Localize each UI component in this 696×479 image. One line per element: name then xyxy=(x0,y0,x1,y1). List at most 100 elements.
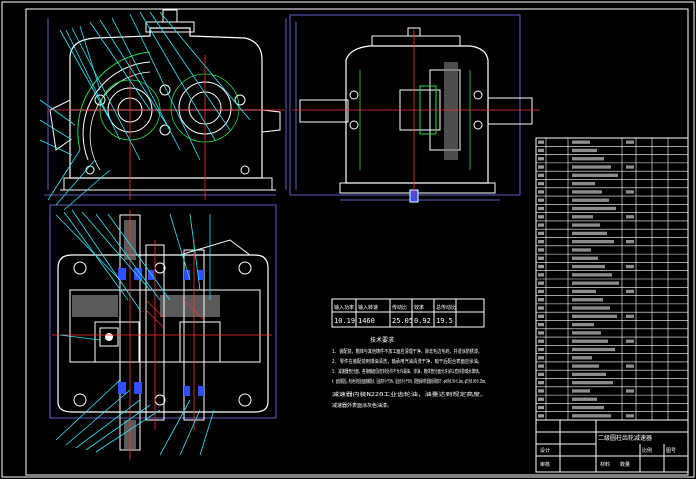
bom-cell-mark xyxy=(538,389,544,393)
bom-cell-mark xyxy=(626,414,634,418)
bom-cell-mark xyxy=(572,381,613,385)
spec-header-ratio: 传动比 xyxy=(392,304,407,311)
title-block: 二级圆柱齿轮减速器 设计 审核 比例 图号 材料 数量 xyxy=(535,419,689,473)
bom-cell-mark xyxy=(572,322,594,327)
tech-req-5: 减速器内装N220工业齿轮油，油量达到规定高度。 xyxy=(332,391,487,398)
bom-cell-mark xyxy=(572,264,605,269)
bom-cell-mark xyxy=(626,215,634,219)
bom-cell-mark xyxy=(538,281,544,285)
front-view-housing xyxy=(69,27,263,179)
bom-cell-mark xyxy=(538,273,544,277)
bom-cell-mark xyxy=(572,140,590,144)
bom-cell-mark xyxy=(572,281,619,285)
bom-cell-mark xyxy=(538,190,544,194)
bom-cell-mark xyxy=(572,331,601,335)
bom-cell-mark xyxy=(538,264,544,269)
bom-cell-mark xyxy=(626,339,634,343)
bom-cell-mark xyxy=(538,215,544,219)
tech-req-4: 4. 齿轮装配后，用涂色法检验齿面接触斑点，沿齿高不小于30%，沿齿长不小于50… xyxy=(332,378,487,385)
bom-cell-mark xyxy=(626,140,634,144)
title-block-label-drawing-no: 图号 xyxy=(666,448,676,454)
front-view-base xyxy=(63,177,273,191)
tech-req-title: 技术要求 xyxy=(370,336,394,344)
bom-cell-mark xyxy=(538,157,544,161)
bom-cell-mark xyxy=(572,347,615,352)
bom-cell-mark xyxy=(572,364,599,368)
bom-cell-mark xyxy=(572,256,598,260)
bom-table xyxy=(535,137,689,421)
bom-cell-mark xyxy=(538,322,544,327)
spec-value-total: 19.5 xyxy=(436,317,453,325)
bom-cell-mark xyxy=(572,248,591,252)
bom-cell-mark xyxy=(572,190,602,194)
bom-cell-mark xyxy=(538,256,544,260)
tech-requirements: 技术要求 1. 装配前，箱体与其他铸件不加工面应清理干净，除去毛边毛刺，并浸涂防… xyxy=(332,336,487,409)
bom-cell-mark xyxy=(572,165,611,169)
bom-cell-mark xyxy=(538,381,544,385)
bom-cell-mark xyxy=(626,165,634,169)
plan-view xyxy=(49,204,277,460)
bom-cell-mark xyxy=(572,198,609,202)
bom-cell-mark xyxy=(538,165,544,169)
spec-header-speed: 输入转速 xyxy=(358,304,378,311)
bom-cell-mark xyxy=(572,389,590,393)
front-view xyxy=(39,9,287,211)
bom-cell-mark xyxy=(626,389,634,393)
bom-cell-mark xyxy=(538,206,544,211)
bom-cell-mark xyxy=(538,397,544,401)
spec-header-total: 总传动比 xyxy=(436,304,456,311)
bom-cell-mark xyxy=(572,231,607,236)
bom-cell-mark xyxy=(626,314,634,318)
bom-cell-mark xyxy=(572,157,604,161)
bom-cell-mark xyxy=(538,140,544,144)
bom-cell-mark xyxy=(572,273,612,277)
bom-cell-mark xyxy=(538,405,544,410)
bom-cell-mark xyxy=(572,223,600,227)
tech-req-2: 2. 零件在装配前用煤油清洗，轴承用汽油清洗干净，晾干后配合表面应涂油。 xyxy=(332,358,482,365)
bom-cell-mark xyxy=(538,372,544,377)
bom-cell-mark xyxy=(538,181,544,186)
title-block-label-qty: 数量 xyxy=(620,461,630,468)
plan-view-housing xyxy=(57,254,269,413)
bom-cell-mark xyxy=(572,181,595,186)
tech-req-6: 减速器外表面涂灰色油漆。 xyxy=(332,402,392,409)
side-view xyxy=(289,14,540,203)
bom-cell-mark xyxy=(538,223,544,227)
bom-cell-mark xyxy=(538,347,544,352)
front-view-leaders xyxy=(39,11,251,211)
tech-req-3: 3. 减速器剖分面、各接触面及密封处均不允许漏油、渗油，箱体剖分面允许涂以密封胶… xyxy=(332,368,482,375)
tech-req-1: 1. 装配前，箱体与其他铸件不加工面应清理干净，除去毛边毛刺，并浸涂防锈漆。 xyxy=(332,348,482,355)
bom-cell-mark xyxy=(572,314,617,318)
bom-cell-mark xyxy=(538,364,544,368)
bom-cell-mark xyxy=(572,148,597,153)
spec-header-power: 输入功率 xyxy=(334,304,354,311)
bom-cell-mark xyxy=(626,289,634,294)
bom-cell-mark xyxy=(572,397,597,401)
title-block-label-review: 审核 xyxy=(540,461,550,468)
bom-cell-mark xyxy=(538,240,544,244)
bom-cell-mark xyxy=(572,240,614,244)
spec-value-speed: 1460 xyxy=(358,317,375,325)
bom-cell-mark xyxy=(538,148,544,153)
side-view-input-shaft xyxy=(299,99,349,123)
bom-cell-mark xyxy=(626,264,634,269)
bom-cell-mark xyxy=(572,414,611,418)
bom-cell-mark xyxy=(572,339,608,343)
bom-cell-mark xyxy=(572,206,616,211)
side-view-housing xyxy=(345,45,489,184)
bom-cell-mark xyxy=(572,306,610,310)
plan-view-leaders xyxy=(55,209,215,456)
bom-cell-mark xyxy=(572,298,603,302)
bom-cell-mark xyxy=(626,364,634,368)
title-block-drawing-title: 二级圆柱齿轮减速器 xyxy=(598,434,652,442)
bom-cell-mark xyxy=(572,405,604,410)
spec-value-power: 10.19 xyxy=(334,317,355,325)
spec-header-eff: 效率 xyxy=(414,304,424,311)
title-block-label-design: 设计 xyxy=(540,447,550,454)
spec-value-eff: 0.92 xyxy=(414,317,431,325)
bom-cell-mark xyxy=(538,306,544,310)
bom-cell-mark xyxy=(538,198,544,202)
bom-cell-mark xyxy=(572,173,618,177)
